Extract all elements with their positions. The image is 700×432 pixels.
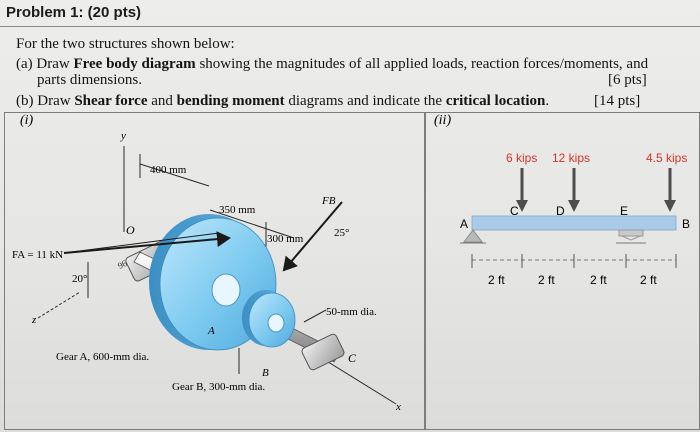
bearing-c [301, 333, 345, 371]
load-c-arrowhead [516, 200, 528, 212]
span-de-label: 2 ft [590, 273, 607, 287]
gear-b-hub [267, 313, 285, 333]
part-b-mid: diagrams and indicate the [284, 93, 446, 109]
point-e-label: E [620, 204, 628, 218]
angle-20-label: 20° [72, 273, 87, 285]
dim-400-line [139, 163, 210, 187]
part-b-bold-moment: bending moment [176, 93, 285, 109]
title-divider [0, 26, 700, 27]
dim-400-label: 400 mm [150, 164, 187, 176]
gear-b-letter: B [262, 367, 269, 379]
point-b-label: B [682, 217, 690, 231]
force-fa-label: FA = 11 kN [12, 249, 63, 261]
part-a-line2: parts dimensions. [37, 72, 142, 88]
dim-300-label: 300 mm [267, 233, 304, 245]
axis-y-label: y [120, 130, 126, 142]
point-o-label: O [126, 223, 135, 237]
support-e [618, 229, 644, 237]
part-b-bold-critical: critical location [445, 93, 546, 109]
part-a-prefix: (a) Draw [16, 56, 74, 72]
part-b-line: (b) Draw Shear force and bending moment … [16, 93, 549, 110]
beam [471, 215, 677, 231]
load-d-arrowhead [568, 200, 580, 212]
figure-ii-drawing: (ii) 6 kips 12 kips 4.5 kips C D E A B [434, 113, 690, 287]
problem-title: Problem 1: (20 pts) [6, 4, 142, 21]
point-c-label: C [510, 204, 519, 218]
figure-i-frame [4, 112, 426, 430]
force-fb-label: FB [321, 195, 336, 207]
point-a-label: A [460, 217, 468, 231]
load-b-arrowhead [664, 200, 676, 212]
load-12kips-label: 12 kips [552, 151, 590, 165]
figure-i-label: (i) [20, 113, 34, 128]
support-e-base [621, 235, 641, 241]
force-fb-arrow [282, 201, 343, 272]
gear-a-letter: A [207, 325, 215, 337]
axis-z-label: z [31, 314, 37, 326]
z-axis-line [37, 291, 81, 319]
load-4-5kips-label: 4.5 kips [646, 151, 687, 165]
axis-x-label: x [395, 401, 401, 413]
part-a-suffix: showing the magnitudes of all applied lo… [195, 56, 649, 72]
gear-a-label: Gear A, 600-mm dia. [56, 351, 149, 363]
figure-i-drawing: y (i) 400 mm 350 mm 300 mm x z 96 O A [12, 113, 401, 413]
intro-text: For the two structures shown below: [16, 36, 235, 52]
shaft-dia-leader [303, 309, 327, 323]
force-fa-ref [63, 232, 220, 254]
gear-b-label: Gear B, 300-mm dia. [172, 381, 265, 393]
part-b-prefix: (b) Draw [16, 93, 75, 109]
part-b-points: [14 pts] [594, 93, 641, 109]
pin-support-a [463, 229, 483, 243]
dim-350-label: 350 mm [219, 204, 256, 216]
part-a-bold: Free body diagram [73, 56, 196, 72]
force-fa-arrow [63, 231, 231, 254]
part-a-line1: (a) Draw Free body diagram showing the m… [16, 56, 648, 73]
span-eb-label: 2 ft [640, 273, 657, 287]
angle-25-label: 25° [334, 227, 349, 239]
shaft-dia-label: 50-mm dia. [326, 306, 377, 318]
dim-350-line [209, 209, 295, 239]
part-b-end: . [545, 93, 550, 109]
gear-a-hub [211, 273, 241, 307]
load-6kips-label: 6 kips [506, 151, 537, 165]
span-ac-label: 2 ft [488, 273, 505, 287]
span-cd-label: 2 ft [538, 273, 555, 287]
part-b-bold-shear: Shear force [74, 93, 148, 109]
figure-ii-label: (ii) [434, 113, 451, 128]
part-a-points: [6 pts] [608, 72, 647, 88]
part-b-and: and [147, 93, 177, 109]
point-d-label: D [556, 204, 565, 218]
bearing-c-label: C [348, 351, 357, 365]
